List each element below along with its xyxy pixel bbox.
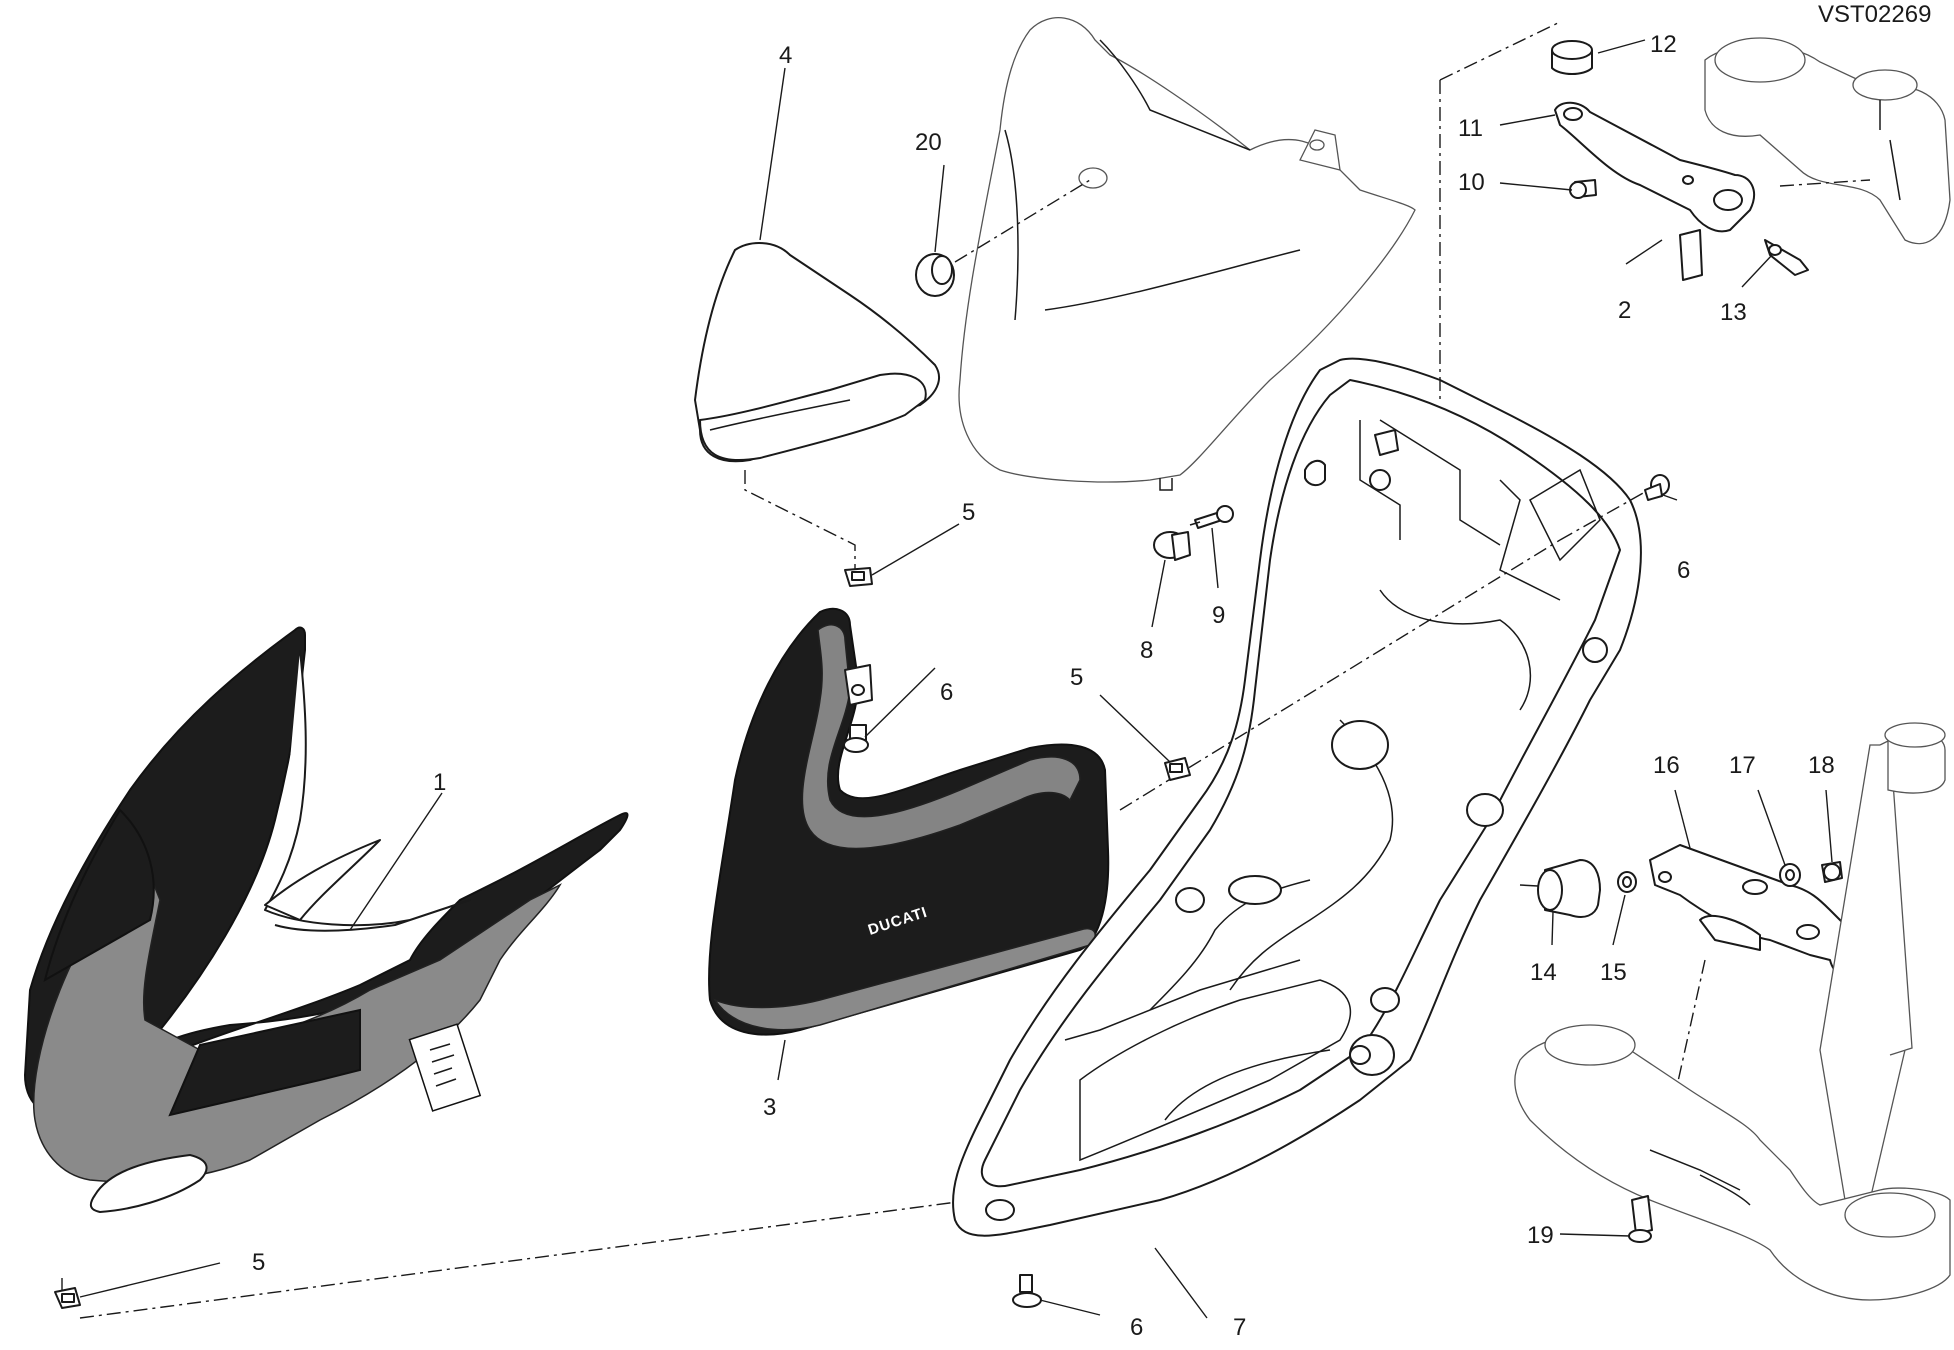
leader-lines xyxy=(79,39,1833,1319)
part-5-speed-nut-upper xyxy=(844,567,873,587)
part-7-fairing-support-frame xyxy=(952,357,1642,1237)
callout-15: 15 xyxy=(1600,959,1627,986)
part-3-side-panel: DUCATI xyxy=(708,607,1110,1036)
upper-triple-clamp-ghost xyxy=(1704,37,1951,245)
callout-6-bottom: 6 xyxy=(1130,1314,1143,1341)
callout-12: 12 xyxy=(1650,31,1677,58)
part-19-bolt xyxy=(1628,1195,1653,1243)
part-12-rubber-spacer xyxy=(1551,40,1593,75)
assembly-line-4 xyxy=(744,470,856,570)
callout-18: 18 xyxy=(1808,752,1835,779)
drawing-code: VST02269 xyxy=(1818,1,1931,28)
assembly-line-5-mid xyxy=(1119,539,1561,811)
callout-11: 11 xyxy=(1458,115,1483,142)
callout-3: 3 xyxy=(763,1094,776,1121)
callout-2: 2 xyxy=(1618,297,1631,324)
callout-9: 9 xyxy=(1212,602,1225,629)
part-13-fastener xyxy=(1764,239,1809,276)
part-6-screw-right xyxy=(1644,474,1670,501)
callout-5-lower: 5 xyxy=(252,1249,265,1276)
callout-17: 17 xyxy=(1729,752,1756,779)
assembly-line-11 xyxy=(1779,179,1871,187)
part-14-rubber-mount xyxy=(1519,859,1601,918)
callout-8: 8 xyxy=(1140,637,1153,664)
callout-20: 20 xyxy=(915,129,942,156)
part-6-screw-panel xyxy=(843,724,869,753)
callout-labels: 1 2 3 4 5 5 5 6 6 6 7 8 9 10 11 12 13 14… xyxy=(252,31,1835,1341)
callout-5-mid: 5 xyxy=(1070,664,1083,691)
part-17-washer xyxy=(1779,863,1801,887)
callout-16: 16 xyxy=(1653,752,1680,779)
callout-19: 19 xyxy=(1527,1222,1554,1249)
callout-14: 14 xyxy=(1530,959,1557,986)
callout-6-panel: 6 xyxy=(940,679,953,706)
callout-1: 1 xyxy=(433,769,446,796)
part-8-cap-nut xyxy=(1153,531,1191,561)
part-15-washer xyxy=(1617,871,1637,893)
assembly-line-5-lower xyxy=(61,1194,1011,1319)
part-2-clip xyxy=(1679,229,1703,281)
part-9-bolt xyxy=(1189,505,1234,529)
assembly-line-19 xyxy=(1664,959,1706,1141)
callout-13: 13 xyxy=(1720,299,1747,326)
part-10-bolt xyxy=(1569,179,1597,199)
callout-10: 10 xyxy=(1458,169,1485,196)
part-20-rubber-grommet xyxy=(915,253,955,297)
part-11-headlight-bracket xyxy=(1554,101,1755,233)
callout-4: 4 xyxy=(779,42,792,69)
part-5-speed-nut-mid xyxy=(1164,757,1191,781)
assembly-line-12b xyxy=(1439,21,1561,81)
headlight-assembly-ghost xyxy=(958,17,1416,491)
callout-7: 7 xyxy=(1233,1314,1246,1341)
assembly-line-6-right xyxy=(1559,491,1646,541)
part-1-front-fairing xyxy=(23,626,629,1213)
part-5-speed-nut-lower xyxy=(54,1287,81,1309)
callout-6-right: 6 xyxy=(1677,557,1690,584)
part-6-screw-bottom xyxy=(1012,1274,1042,1308)
lower-triple-clamp-ghost xyxy=(1514,722,1951,1301)
part-18-bolt xyxy=(1821,861,1843,883)
callout-5-upper: 5 xyxy=(962,499,975,526)
part-4-headlight-cover xyxy=(694,242,940,463)
